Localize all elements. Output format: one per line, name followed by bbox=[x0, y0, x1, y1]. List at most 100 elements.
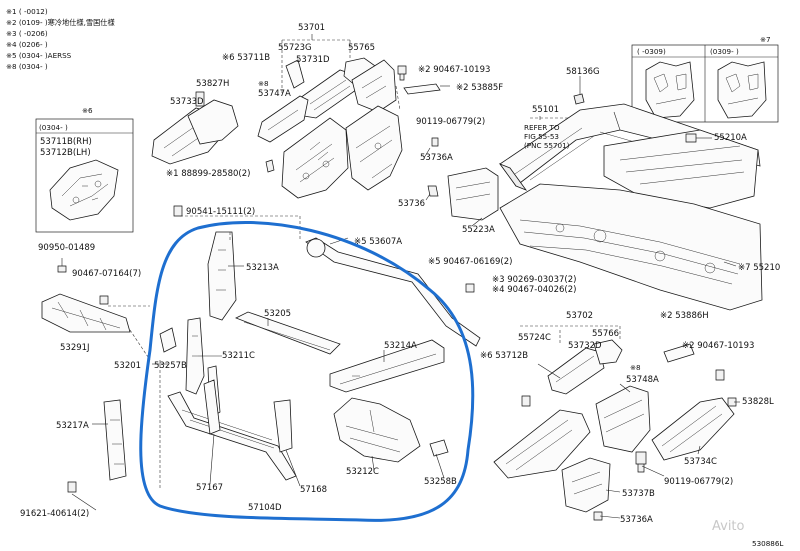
label-57104d: 57104D bbox=[248, 503, 282, 513]
part-53701 bbox=[281, 117, 349, 199]
label-88899: ※1 88899-28580(2) bbox=[166, 169, 250, 179]
part-90467-06169 bbox=[465, 283, 475, 293]
label-53732d: 53732D bbox=[568, 341, 602, 351]
label-53748a: 53748A bbox=[626, 375, 659, 385]
part-53712b bbox=[521, 395, 531, 407]
inset-6-part bbox=[49, 159, 119, 221]
inset-7-right-range: (0309- ) bbox=[710, 47, 739, 56]
applicability-notes: ※1 ( -0012) ※2 (0109- )寒冷地仕様,雪国仕様 ※3 ( -… bbox=[6, 7, 115, 71]
hood-lock-group bbox=[397, 65, 450, 95]
part-apron-right bbox=[345, 105, 403, 191]
leader-lines bbox=[71, 76, 740, 519]
label-55724c: 55724C bbox=[518, 333, 551, 343]
label-53737b: 53737B bbox=[622, 489, 655, 499]
label-55223a: 55223A bbox=[462, 225, 495, 235]
apron-upper-group bbox=[151, 34, 403, 199]
label-53607a: ※5 53607A bbox=[354, 237, 402, 247]
label-53257b: 53257B bbox=[154, 361, 187, 371]
inset-7: ※7 ( -0309) (0309- ) bbox=[631, 35, 779, 123]
part-90950 bbox=[57, 265, 67, 273]
label-53217a: 53217A bbox=[56, 421, 89, 431]
inset-7-mark: ※7 bbox=[760, 35, 771, 44]
part-53205 bbox=[235, 311, 341, 355]
label-57167: 57167 bbox=[196, 483, 223, 493]
label-90467-10193-b: ※2 90467-10193 bbox=[682, 341, 754, 351]
part-88899 bbox=[265, 159, 275, 173]
part-53733d-upper bbox=[187, 99, 239, 145]
part-53607a-eye bbox=[306, 238, 326, 258]
part-55766 bbox=[593, 339, 623, 365]
label-90467-04026: ※4 90467-04026(2) bbox=[492, 285, 576, 295]
part-53736 bbox=[447, 167, 499, 221]
label-53711b: ※6 53711B bbox=[222, 53, 270, 63]
watermark: Avito bbox=[712, 519, 745, 534]
apron-lower-group bbox=[493, 325, 737, 521]
radiator-support-group bbox=[67, 215, 481, 493]
label-55766: 55766 bbox=[592, 329, 619, 339]
label-53205: 53205 bbox=[264, 309, 291, 319]
part-90119-b bbox=[635, 451, 647, 473]
cowl-side-group bbox=[427, 137, 499, 221]
part-labels: 53701 ※6 53711B 55723G 53731D 55765 ※8 5… bbox=[20, 23, 783, 548]
label-53211c: 53211C bbox=[222, 351, 255, 361]
part-53214a bbox=[329, 339, 445, 393]
label-53212c: 53212C bbox=[346, 467, 379, 477]
label-mark8: ※8 bbox=[258, 79, 269, 88]
label-53712b: ※6 53712B bbox=[480, 351, 528, 361]
label-53747a: 53747A bbox=[258, 89, 291, 99]
label-90269: ※3 90269-03037(2) bbox=[492, 275, 576, 285]
label-55210: ※7 55210 bbox=[738, 263, 780, 273]
part-53213a bbox=[207, 231, 237, 321]
part-90119-a bbox=[431, 137, 439, 147]
note-4: ※4 (0206- ) bbox=[6, 40, 48, 49]
inset-6-line-1: 53711B(RH) bbox=[40, 137, 92, 147]
part-53748a bbox=[595, 385, 651, 453]
label-refer-1: REFER TO bbox=[524, 123, 560, 132]
inset-7-right-part bbox=[717, 61, 767, 119]
part-53258b bbox=[429, 439, 449, 457]
part-53734c bbox=[651, 397, 735, 461]
part-90467-07164 bbox=[99, 295, 109, 305]
part-53736a bbox=[427, 185, 439, 197]
part-90467-10193-a bbox=[397, 65, 407, 81]
part-55210a bbox=[685, 133, 697, 143]
label-55101: 55101 bbox=[532, 105, 559, 115]
part-55101 bbox=[499, 103, 761, 187]
inset-6-range: (0304- ) bbox=[39, 123, 68, 132]
label-90119-a: 90119-06779(2) bbox=[416, 117, 485, 127]
label-90467-10193-a: ※2 90467-10193 bbox=[418, 65, 490, 75]
part-53607a bbox=[305, 237, 481, 347]
part-57168 bbox=[273, 399, 293, 453]
label-55723g: 55723G bbox=[278, 43, 312, 53]
label-90541: 90541-15111(2) bbox=[186, 207, 255, 217]
label-53827h: 53827H bbox=[196, 79, 229, 89]
label-53736: 53736 bbox=[398, 199, 425, 209]
label-57168: 57168 bbox=[300, 485, 327, 495]
part-53291j bbox=[41, 293, 131, 333]
highlight-circle bbox=[139, 220, 475, 522]
label-53734c: 53734C bbox=[684, 457, 717, 467]
left-group bbox=[41, 205, 183, 361]
inset-6: ※6 (0304- ) 53711B(RH) 53712B(LH) bbox=[35, 106, 134, 233]
part-91621 bbox=[67, 481, 77, 493]
part-53828l bbox=[727, 397, 737, 407]
label-refer-3: (PNC 55701) bbox=[524, 141, 570, 150]
label-mark8b: ※8 bbox=[630, 363, 641, 372]
part-90541 bbox=[173, 205, 183, 217]
label-53736a-lower: 53736A bbox=[620, 515, 653, 525]
inset-6-mark: ※6 bbox=[82, 106, 93, 115]
part-53736a-lower bbox=[593, 511, 603, 521]
label-55765: 55765 bbox=[348, 43, 375, 53]
inset-7-left-part bbox=[645, 61, 695, 119]
part-55101-upper bbox=[603, 129, 759, 209]
part-90467-10193-b bbox=[715, 369, 725, 381]
part-53737b bbox=[561, 457, 611, 513]
inset-7-left-range: ( -0309) bbox=[637, 47, 666, 56]
label-53201: 53201 bbox=[114, 361, 141, 371]
part-55765-bracket bbox=[351, 59, 397, 113]
cowl-dash-group bbox=[498, 103, 763, 311]
part-dash-panel bbox=[499, 183, 763, 311]
label-53731d: 53731D bbox=[296, 55, 330, 65]
note-2: ※2 (0109- )寒冷地仕様,雪国仕様 bbox=[6, 18, 115, 27]
label-55210a: 55210A bbox=[714, 133, 747, 143]
